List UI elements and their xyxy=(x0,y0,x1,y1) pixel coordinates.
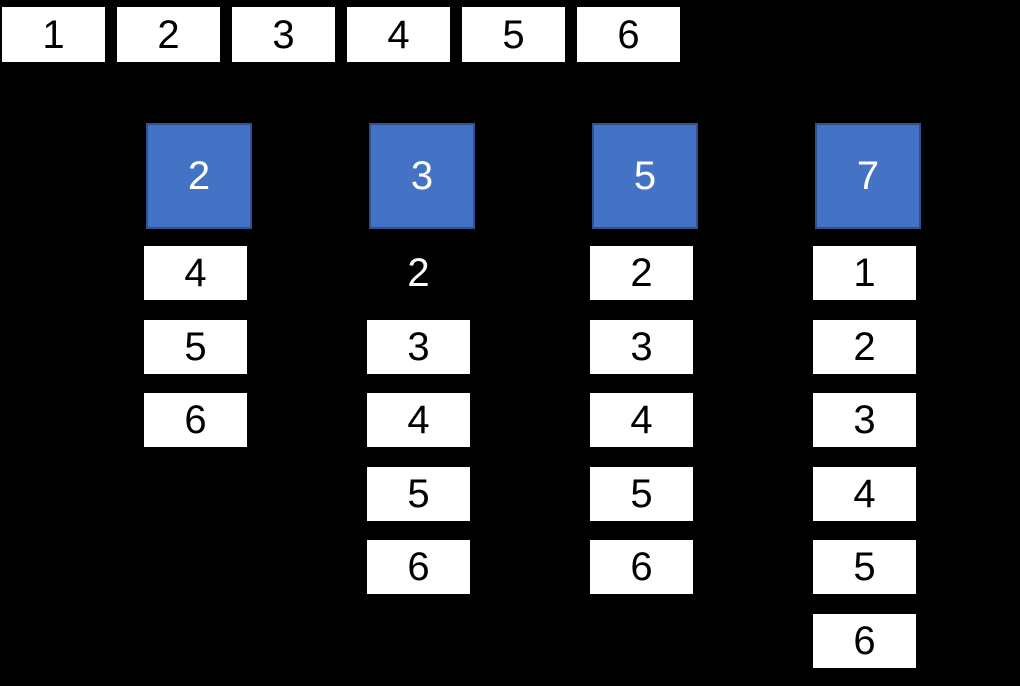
top-row-cell: 1 xyxy=(2,7,105,62)
column-item-box: 5 xyxy=(367,467,470,521)
top-row-cell: 6 xyxy=(577,7,680,62)
column-item-box: 4 xyxy=(144,246,247,300)
column-item-box: 2 xyxy=(813,320,916,374)
column-item-box: 6 xyxy=(813,614,916,668)
column-item-box: 5 xyxy=(144,320,247,374)
column-item-box: 4 xyxy=(590,393,693,447)
column-item-box: 6 xyxy=(144,393,247,447)
column-item-box: 3 xyxy=(590,320,693,374)
column-item-box: 4 xyxy=(367,393,470,447)
column-item-box: 5 xyxy=(590,467,693,521)
column-item-box: 2 xyxy=(590,246,693,300)
column-header-box: 3 xyxy=(369,123,475,229)
column-header-box: 2 xyxy=(146,123,252,229)
column-item-box: 3 xyxy=(813,393,916,447)
top-row-cell: 2 xyxy=(117,7,220,62)
top-row-cell: 5 xyxy=(462,7,565,62)
column-header-box: 5 xyxy=(592,123,698,229)
column-item-box: 1 xyxy=(813,246,916,300)
top-row-cell: 4 xyxy=(347,7,450,62)
column-item-box: 6 xyxy=(367,540,470,594)
column-item-box: 4 xyxy=(813,467,916,521)
column-item-box: 3 xyxy=(367,320,470,374)
top-row-cell: 3 xyxy=(232,7,335,62)
column-item-box: 6 xyxy=(590,540,693,594)
column-item-text: 2 xyxy=(407,251,430,295)
column-header-box: 7 xyxy=(815,123,921,229)
column-item-box: 5 xyxy=(813,540,916,594)
